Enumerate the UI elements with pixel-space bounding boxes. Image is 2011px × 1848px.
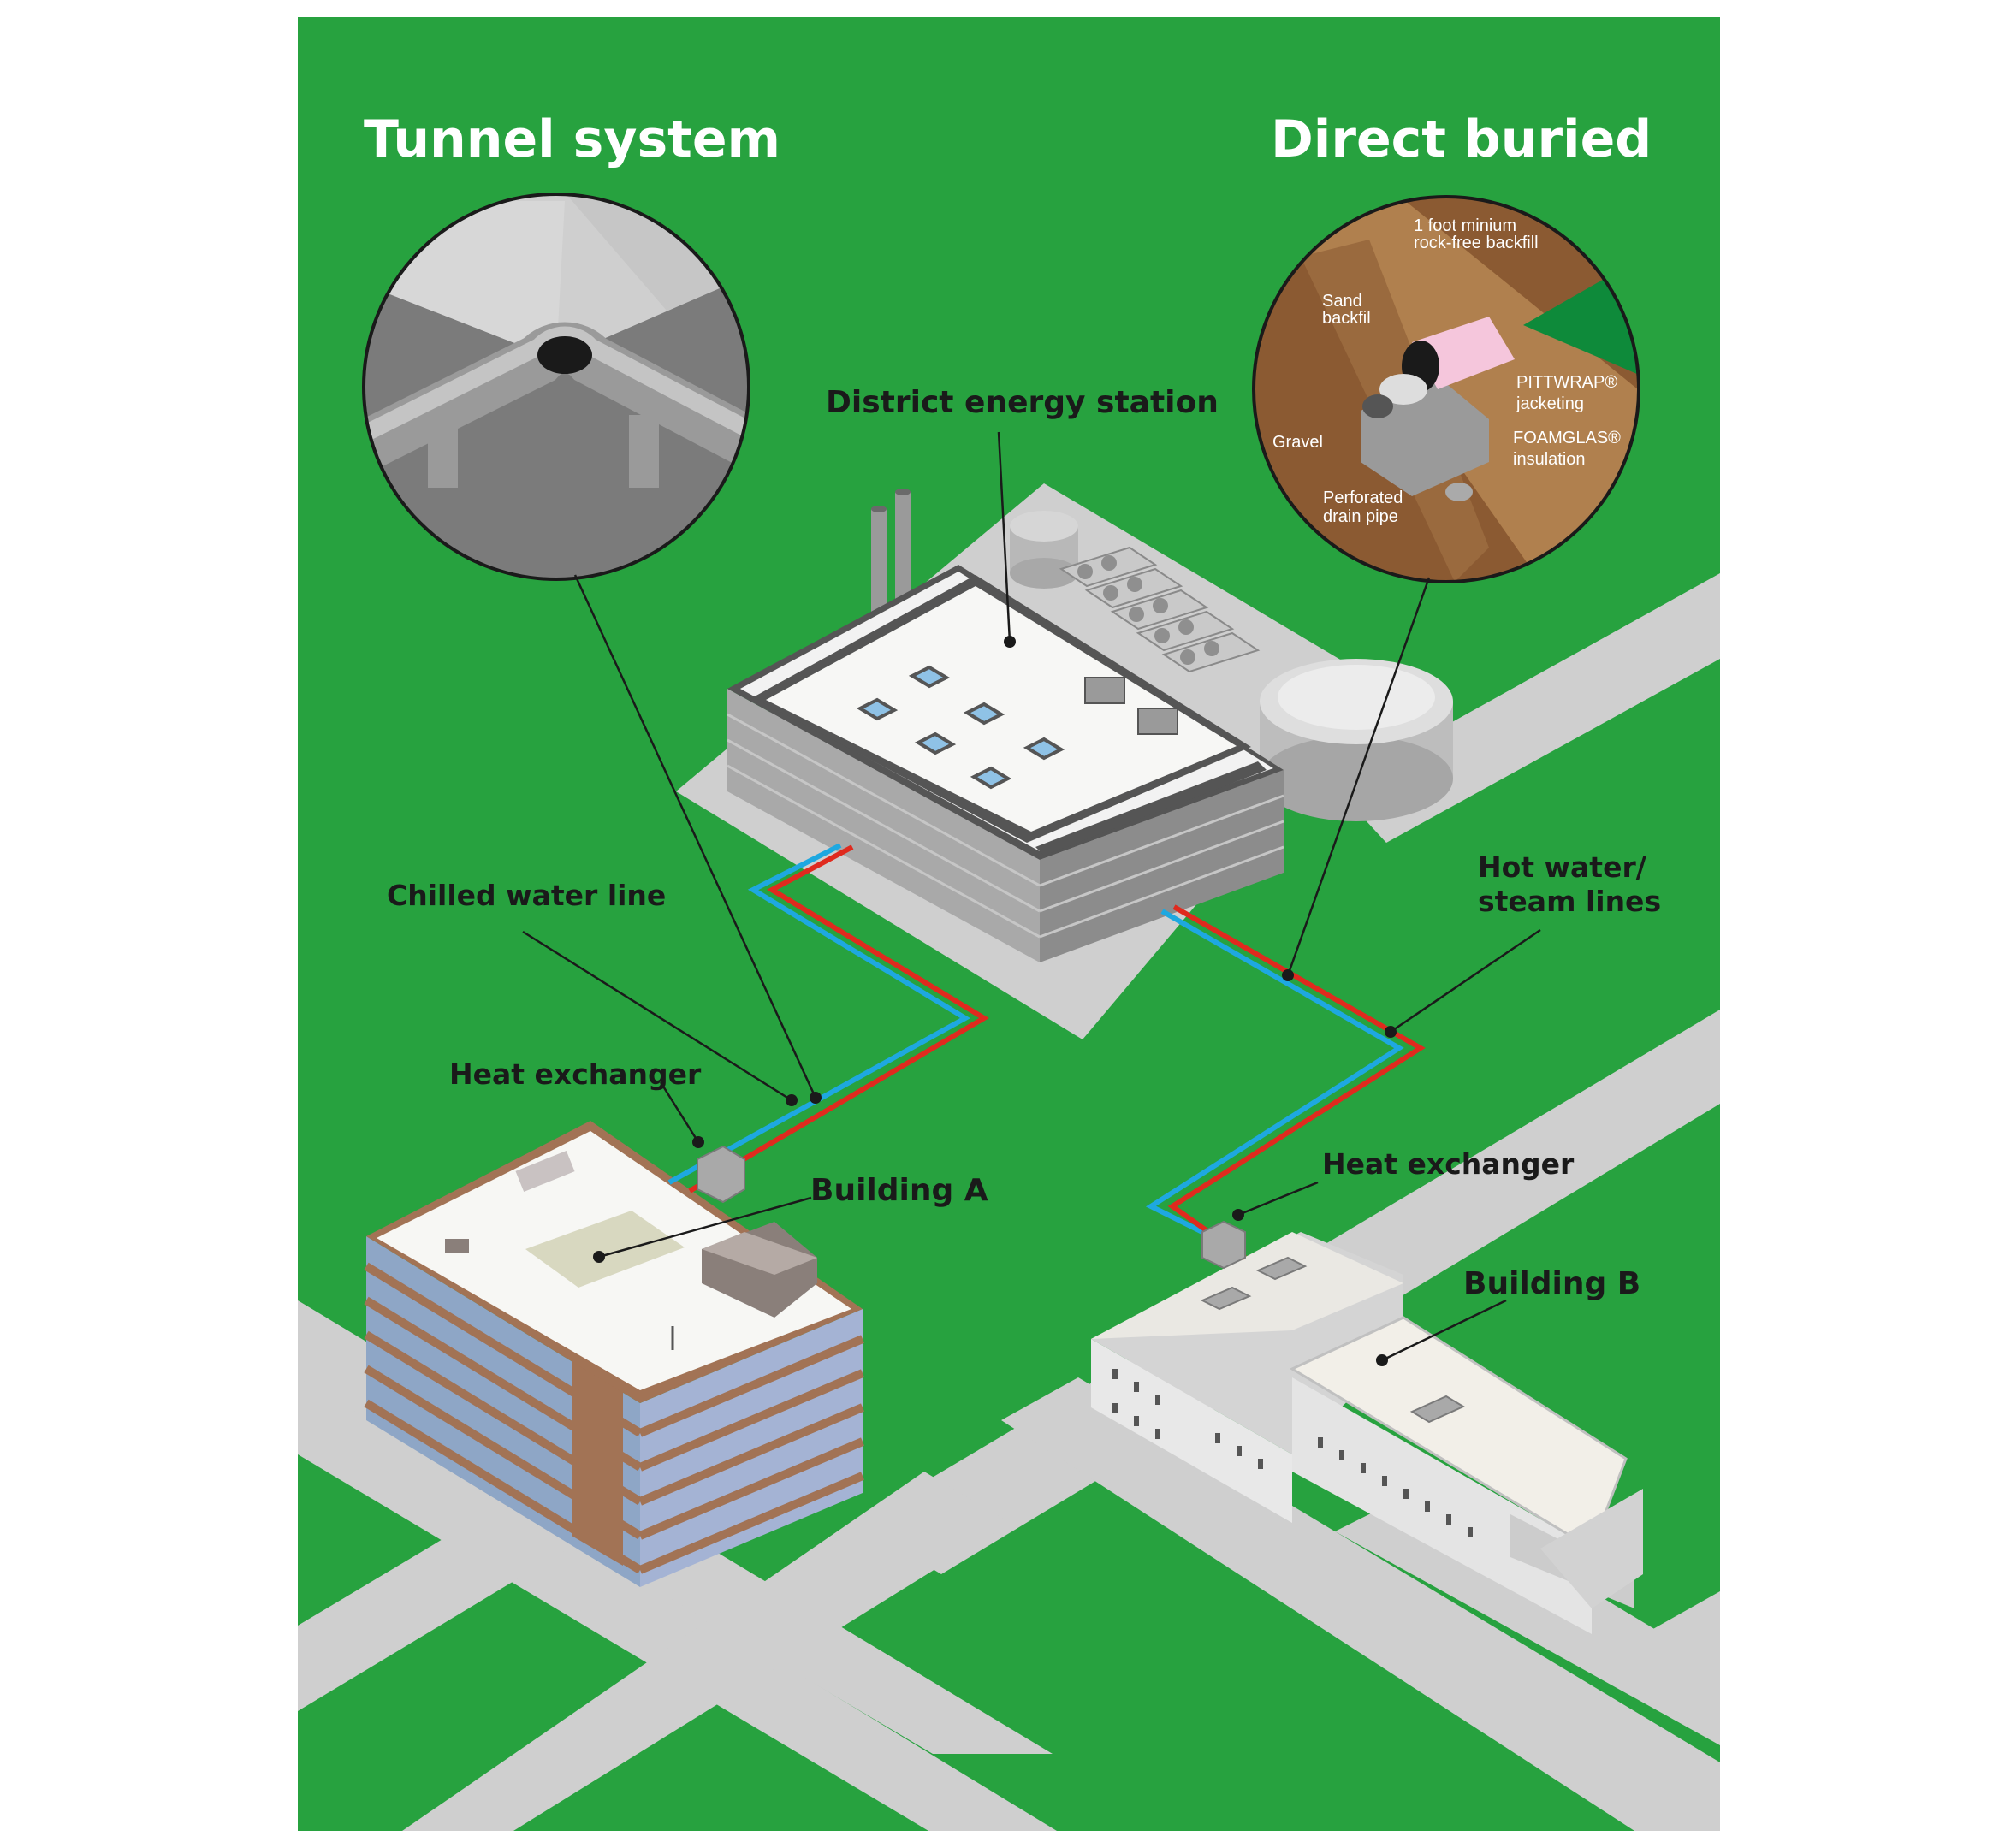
- burial-detail-labels: 1 foot minium rock-free backfill Sand ba…: [1272, 216, 1621, 526]
- drain-label-line1: Perforated: [1323, 489, 1403, 507]
- leader-lines: [522, 431, 1541, 1362]
- building-b: [1091, 1232, 1643, 1634]
- heat-exchanger-b-label: Heat exchanger: [1322, 1147, 1575, 1181]
- hot-water-label-line2: steam lines: [1478, 885, 1661, 918]
- backfill-label-line1: 1 foot minium: [1414, 216, 1516, 235]
- station-label: District energy station: [826, 385, 1219, 420]
- chilled-water-label: Chilled water line: [387, 879, 666, 912]
- building-b-label: Building B: [1463, 1266, 1640, 1301]
- building-a-label: Building A: [810, 1173, 988, 1208]
- sand-label-line1: Sand: [1322, 292, 1362, 311]
- district-energy-station: [727, 489, 1453, 962]
- tunnel-system-title: Tunnel system: [364, 110, 780, 169]
- sand-label-line2: backfil: [1322, 309, 1371, 328]
- foamglas-label-line2: insulation: [1513, 450, 1586, 469]
- gravel-label: Gravel: [1272, 433, 1323, 452]
- heat-exchanger-b: [1201, 1220, 1246, 1270]
- direct-buried-detail: [1252, 195, 1640, 583]
- heat-exchanger-a: [697, 1145, 745, 1204]
- leader-dots: [593, 636, 1397, 1366]
- pittwrap-label-line1: PITTWRAP®: [1516, 373, 1617, 392]
- drain-label-line2: drain pipe: [1323, 507, 1398, 526]
- pittwrap-label-line2: jacketing: [1516, 394, 1584, 413]
- heat-exchanger-a-label: Heat exchanger: [449, 1057, 702, 1091]
- hot-water-label-line1: Hot water/: [1478, 850, 1647, 884]
- direct-buried-title: Direct buried: [1271, 110, 1652, 169]
- foamglas-label-line1: FOAMGLAS®: [1513, 429, 1621, 447]
- backfill-label-line2: rock-free backfill: [1414, 234, 1539, 252]
- building-a: [364, 1121, 864, 1587]
